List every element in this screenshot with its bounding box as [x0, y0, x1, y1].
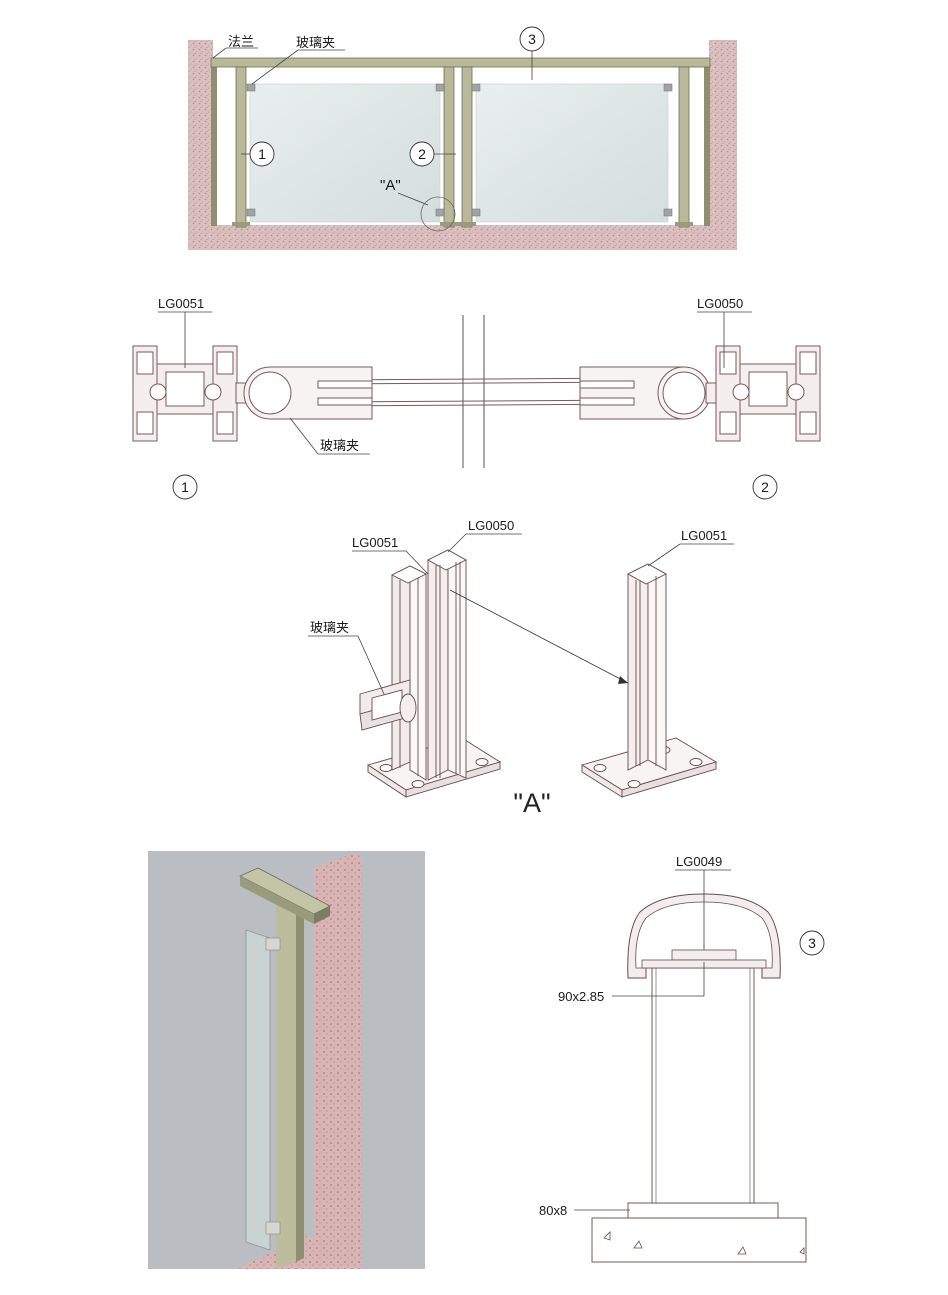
section-tube [651, 967, 755, 1204]
plan-labels: LG0051 LG0050 玻璃夹 1 2 [158, 296, 778, 500]
flange-left [211, 58, 217, 226]
detail-clip-label: 玻璃夹 [310, 620, 349, 635]
plan-callout-1-text: 1 [181, 479, 189, 495]
detail-a-labels: LG0051 LG0050 LG0051 玻璃夹 "A" [308, 518, 734, 818]
flange-label: 法兰 [228, 34, 254, 49]
section-profile-label: LG0049 [676, 854, 722, 869]
detail-profile-a-label: LG0051 [352, 535, 398, 550]
post-3 [678, 66, 690, 228]
wall-right [709, 40, 737, 250]
flange-right [704, 58, 710, 226]
plan-section [132, 315, 821, 468]
render-glass [245, 929, 271, 1251]
post-lg0051-iso-right [627, 563, 667, 771]
plan-clip-label: 玻璃夹 [320, 438, 359, 453]
profile-lg0050-section [715, 345, 821, 442]
glass-clip-left-section [235, 366, 373, 420]
plan-right-profile-label: LG0050 [697, 296, 743, 311]
plan-left-profile-label: LG0051 [158, 296, 204, 311]
handrail-section [591, 893, 807, 1263]
post-lg0050-iso [427, 549, 467, 781]
render-post [276, 895, 296, 1269]
floor-slab [188, 225, 737, 250]
glass-clips [246, 83, 673, 217]
post-1 [235, 66, 247, 228]
glass-panel-right [475, 83, 669, 223]
tube-dimension-label: 90x2.85 [558, 989, 604, 1004]
callout-1-text: 1 [258, 146, 266, 162]
glass-clip-label: 玻璃夹 [296, 35, 335, 50]
detail-a-isometric [359, 549, 718, 798]
callout-3-text: 3 [528, 31, 536, 47]
section-callout-3 [799, 930, 825, 956]
detail-a-title: "A" [513, 788, 550, 818]
section-base-plate [627, 1202, 779, 1219]
detail-a-marker: "A" [380, 177, 401, 194]
plan-callout-2 [752, 474, 778, 500]
section-floor [591, 1217, 807, 1263]
render-view [148, 851, 425, 1269]
detail-profile-b-label: LG0050 [468, 518, 514, 533]
post-2b [461, 66, 473, 228]
detail-a-circle [420, 196, 456, 232]
plan-callout-2-text: 2 [761, 479, 769, 495]
glass-clip-iso [359, 679, 417, 731]
post-2a [443, 66, 455, 228]
callout-2-text: 2 [418, 146, 426, 162]
section-callout-3-text: 3 [808, 935, 816, 951]
elevation-view: 法兰 玻璃夹 3 1 2 "A" [188, 26, 737, 250]
detail-profile-c-label: LG0051 [681, 528, 727, 543]
glass-panel-left [249, 83, 441, 223]
wall-left [188, 40, 213, 250]
glass-clip-right-section [579, 366, 719, 420]
post-lg0051-iso [390, 565, 428, 781]
handrail-section-labels: LG0049 3 90x2.85 80x8 [539, 854, 825, 1218]
plate-dimension-label: 80x8 [539, 1203, 567, 1218]
profile-lg0051-section [132, 345, 238, 442]
plan-callout-1 [172, 474, 198, 500]
handrail-top [210, 57, 711, 68]
